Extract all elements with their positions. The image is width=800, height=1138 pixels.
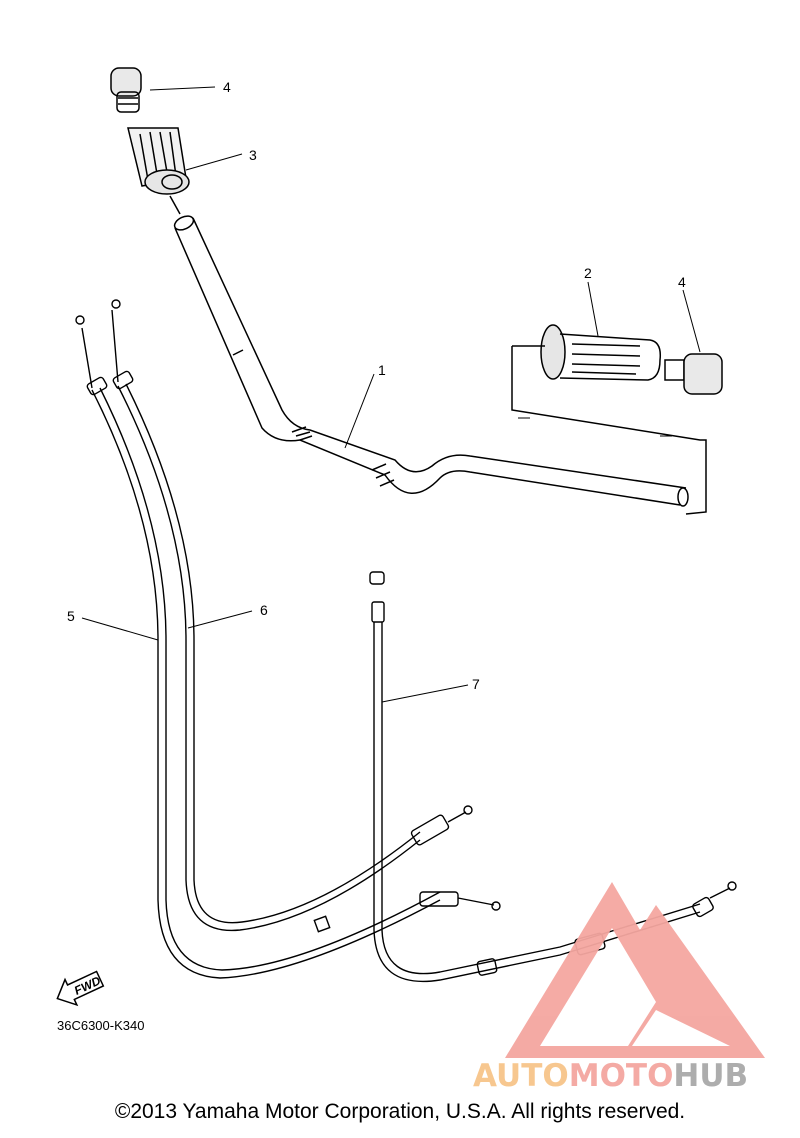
clutch-cable xyxy=(369,571,737,983)
fwd-arrow: FWD xyxy=(56,970,105,1007)
callout-2: 2 xyxy=(584,265,592,281)
callout-7: 7 xyxy=(472,676,480,692)
left-grip-assembly xyxy=(110,67,190,215)
throttle-cables xyxy=(75,299,501,979)
callout-6: 6 xyxy=(260,602,268,618)
handlebar xyxy=(173,215,689,507)
watermark-hub: HUB xyxy=(673,1058,748,1094)
copyright-footer: ©2013 Yamaha Motor Corporation, U.S.A. A… xyxy=(114,1100,686,1123)
leader-lines xyxy=(81,86,701,703)
callout-4-left: 4 xyxy=(223,79,231,95)
watermark-triangle-icon xyxy=(505,882,765,1058)
callout-1: 1 xyxy=(378,362,386,378)
watermark-moto: MOTO xyxy=(569,1058,674,1094)
watermark-logo: AUTOMOTOHUB xyxy=(473,882,765,1094)
callout-3: 3 xyxy=(249,147,257,163)
drawing-code: 36C6300-K340 xyxy=(57,1018,144,1033)
callout-4-right: 4 xyxy=(678,274,686,290)
svg-text:AUTOMOTOHUB: AUTOMOTOHUB xyxy=(473,1058,748,1094)
watermark-auto: AUTO xyxy=(473,1058,569,1094)
callout-5: 5 xyxy=(67,608,75,624)
right-grip-assembly xyxy=(511,324,723,515)
